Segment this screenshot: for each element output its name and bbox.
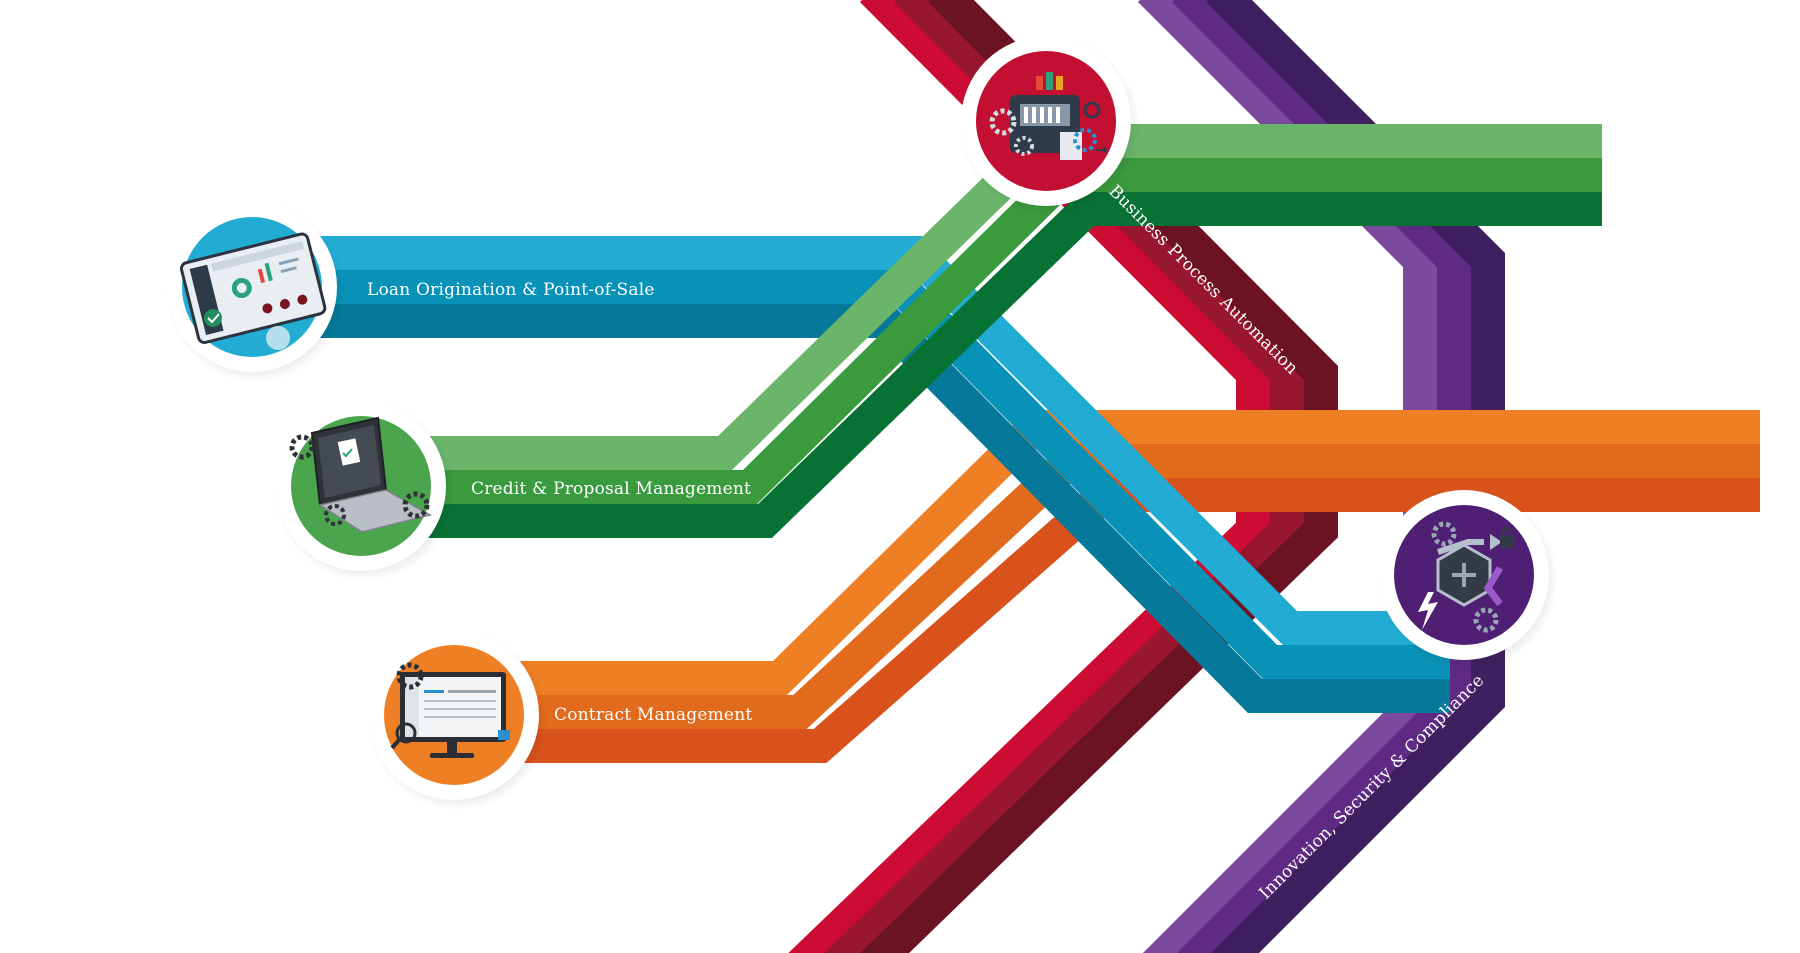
green-band <box>380 124 1602 538</box>
label-credit-proposal: Credit & Proposal Management <box>471 479 751 499</box>
node-credit-proposal[interactable] <box>275 401 455 581</box>
blue-band <box>285 236 1450 713</box>
node-contract-management[interactable] <box>368 630 548 810</box>
tablet-dashboard-icon <box>179 232 327 350</box>
node-loan-origination[interactable] <box>166 202 346 382</box>
orange-band <box>450 410 1760 763</box>
node-business-process-automation[interactable] <box>960 36 1140 216</box>
monitor-dashboard-icon <box>390 662 510 758</box>
label-loan-origination: Loan Origination & Point-of-Sale <box>367 280 655 300</box>
hexagon-security-icon <box>1418 521 1514 633</box>
process-machine-icon <box>989 72 1109 160</box>
label-contract-management: Contract Management <box>554 705 752 725</box>
laptop-document-icon <box>289 416 432 533</box>
node-innovation-security[interactable] <box>1378 490 1558 670</box>
